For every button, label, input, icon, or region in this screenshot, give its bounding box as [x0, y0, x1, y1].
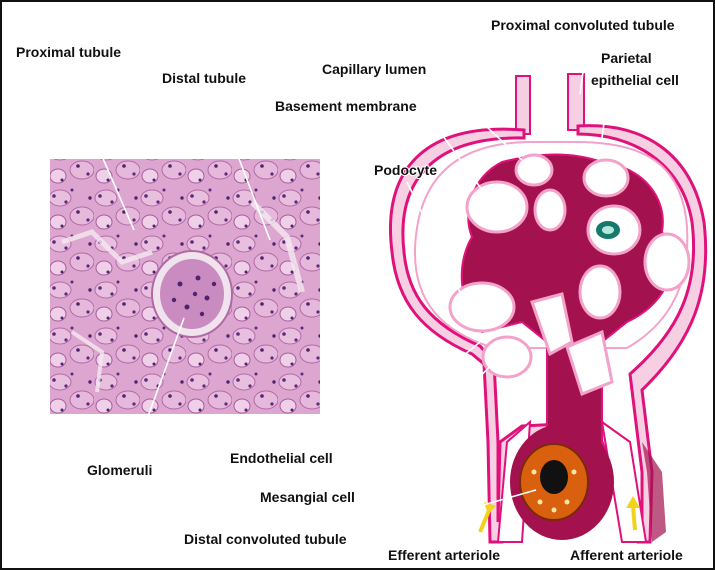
label-proximal-convoluted-tubule: Proximal convoluted tubule — [491, 17, 675, 33]
distal-convoluted-tubule-shape — [510, 424, 614, 540]
glomerulus-in-micrograph — [152, 251, 232, 337]
proximal-convoluted-tubule-shape — [516, 74, 584, 134]
label-basement-membrane: Basement membrane — [275, 98, 417, 114]
label-parietal-epithelial-cell-line1: Parietal — [601, 50, 652, 66]
label-podocyte: Podocyte — [374, 162, 437, 178]
label-proximal-tubule: Proximal tubule — [16, 44, 121, 60]
label-efferent-arteriole: Efferent arteriole — [388, 547, 500, 563]
glomerulus-schematic — [391, 74, 706, 542]
label-parietal-epithelial-cell-line2: epithelial cell — [591, 72, 679, 88]
label-glomeruli: Glomeruli — [87, 462, 152, 478]
label-endothelial-cell: Endothelial cell — [230, 450, 333, 466]
label-mesangial-cell: Mesangial cell — [260, 489, 355, 505]
label-distal-convoluted-tubule: Distal convoluted tubule — [184, 531, 347, 547]
label-capillary-lumen: Capillary lumen — [322, 61, 426, 77]
label-distal-tubule: Distal tubule — [162, 70, 246, 86]
label-afferent-arteriole: Afferent arteriole — [570, 547, 683, 563]
histology-micrograph — [50, 159, 320, 414]
